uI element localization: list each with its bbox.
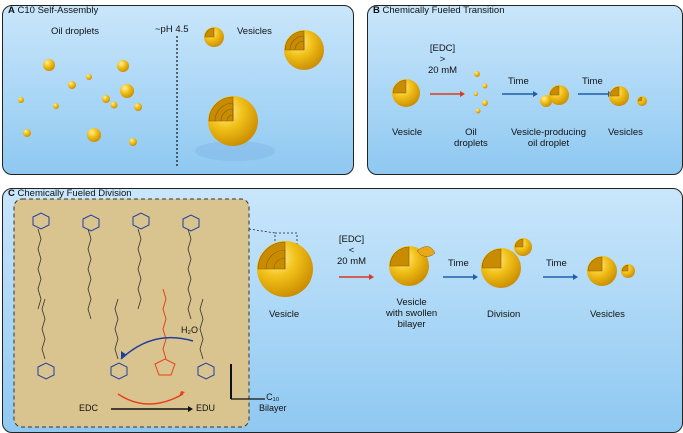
panel-b-title: B Chemically Fueled Transition: [373, 5, 505, 16]
vesicle-small: [204, 27, 224, 47]
ph-label: ~pH 4.5: [155, 24, 189, 35]
swollen-vesicle-label: Vesicle with swollen bilayer: [386, 297, 438, 330]
headgroups-top: [32, 212, 200, 232]
edc-reagent-label: EDC: [79, 403, 99, 413]
time-label-c1: Time: [448, 258, 469, 269]
zoom-box: [274, 232, 298, 248]
vesicle-label-c: Vesicle: [269, 309, 300, 320]
vesicles-label: Vesicles: [237, 26, 272, 37]
edc-label-b: [EDC] > 20 mM: [428, 43, 458, 76]
vesicles-label-b: Vesicles: [608, 127, 643, 138]
vesicles-b: [609, 86, 647, 106]
h2o-arrow: [120, 336, 194, 360]
vesicles-c: [587, 256, 635, 286]
panel-a-graphic: [18, 27, 324, 166]
oil-droplets-label-b: Oil droplets: [454, 127, 488, 149]
vesicle-producing-label: Vesicle-producing oil droplet: [511, 127, 586, 149]
h2o-label: H₂O: [181, 325, 198, 335]
c10-bilayer-label: C₁₀ Bilayer: [259, 392, 287, 413]
vesicle-c: [257, 241, 313, 297]
panel-c-graphic: [13, 198, 635, 428]
panel-a: A C10 Self-Assembly: [2, 5, 354, 175]
time-label-c2: Time: [546, 258, 567, 269]
dividing-vesicle: [481, 238, 532, 288]
edc-label-c: [EDC] < 20 mM: [337, 234, 367, 267]
chemistry-inset: [13, 198, 250, 428]
time-label-b2: Time: [582, 76, 603, 87]
time-label-b1: Time: [508, 76, 529, 87]
headgroups-bottom: [37, 362, 215, 380]
anhydride-chain: [154, 288, 176, 376]
oil-droplets-label: Oil droplets: [51, 26, 100, 37]
vesicle-label-b: Vesicle: [392, 127, 423, 138]
vesicle-large: [208, 96, 258, 146]
panel-c: C Chemically Fueled Division: [2, 188, 683, 433]
panel-a-title: A C10 Self-Assembly: [8, 5, 99, 16]
lipid-chains: [37, 228, 204, 360]
edu-label: EDU: [196, 403, 216, 413]
division-label: Division: [487, 309, 521, 320]
vesicle-b: [392, 79, 420, 107]
oil-droplets: [18, 59, 142, 146]
edc-edu-arrow: [117, 393, 184, 405]
swollen-vesicle: [389, 246, 436, 286]
panel-b: B Chemically Fueled Transition: [367, 5, 683, 175]
vesicles-label-c: Vesicles: [590, 309, 625, 320]
vesicle-producing-droplet: [540, 85, 569, 107]
panel-b-graphic: [392, 71, 647, 114]
vesicle-medium: [284, 30, 324, 70]
oil-droplets-b: [474, 71, 488, 114]
panel-c-title: C Chemically Fueled Division: [8, 188, 132, 199]
